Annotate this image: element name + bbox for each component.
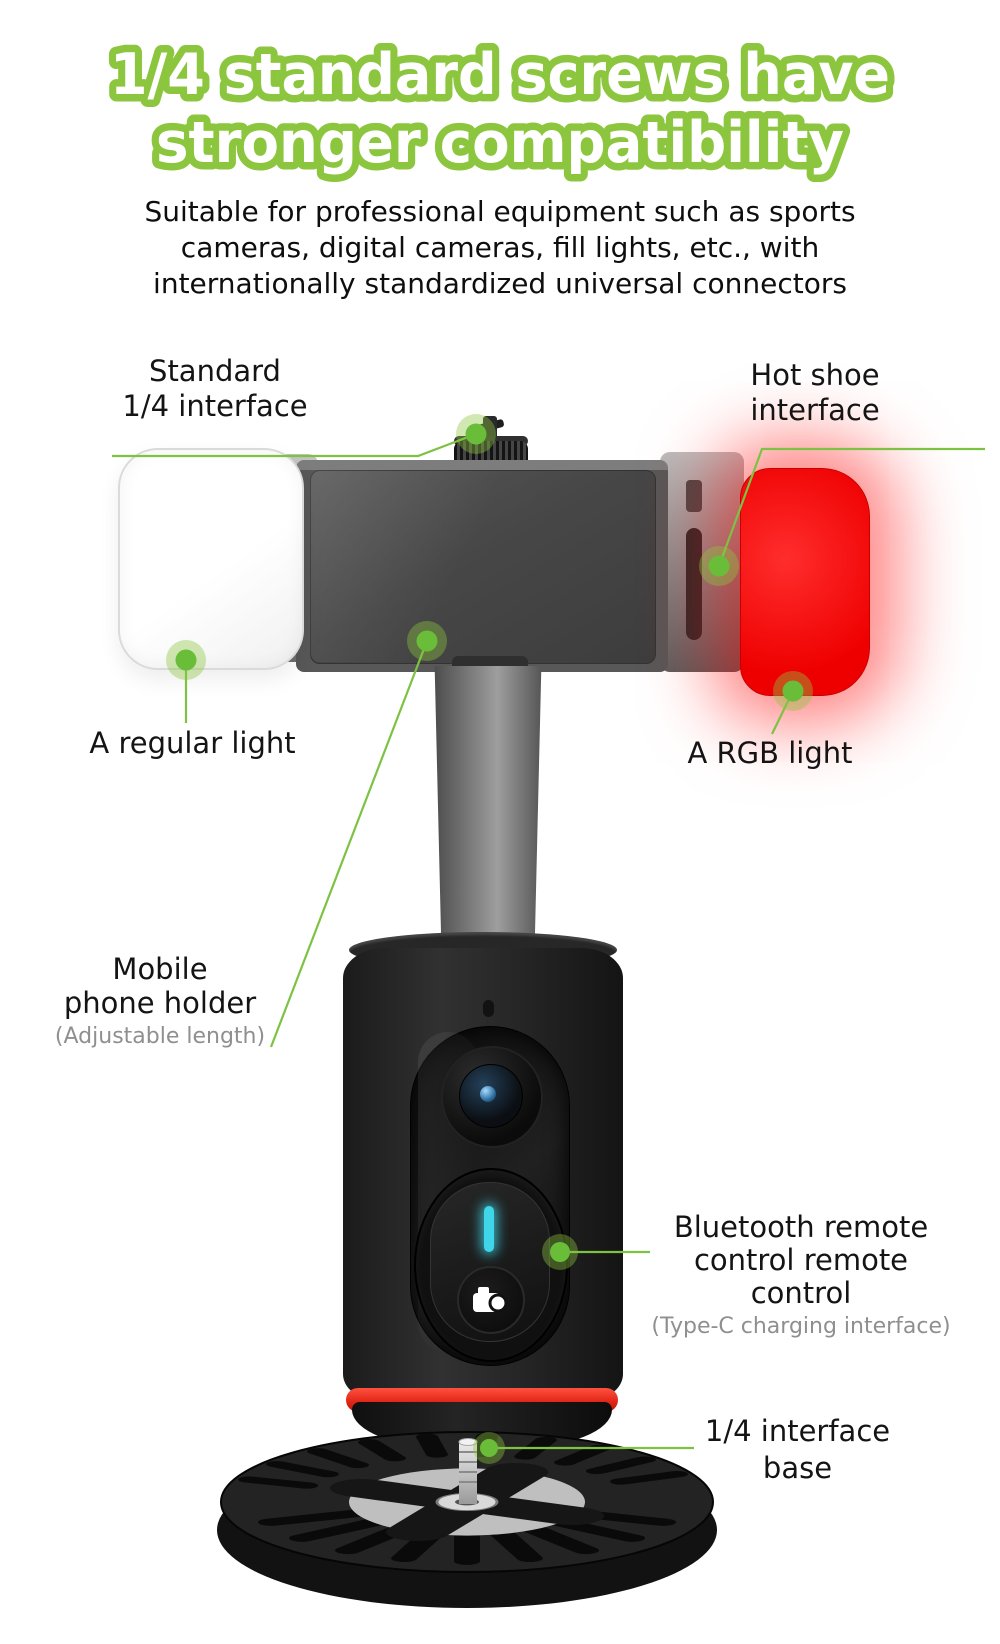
camera-icon [473, 1287, 508, 1313]
gimbal-neck [434, 666, 542, 958]
subtitle-line-1: Suitable for professional equipment such… [144, 195, 856, 228]
callout-base-label: 1/4 interface base [690, 1413, 905, 1487]
phone-holder-line2: phone holder [63, 986, 257, 1020]
callout-phone-holder-label: Mobile phone holder (Adjustable length) [45, 952, 275, 1050]
camera-lens-glint [480, 1086, 496, 1102]
rgb-light-text: A RGB light [687, 736, 853, 770]
camera-shutter-button [457, 1266, 525, 1334]
remote-status-led [484, 1206, 494, 1252]
phone-holder-line1: Mobile [112, 952, 208, 986]
base-screw [458, 1438, 478, 1504]
top-screw-shaft [483, 416, 497, 440]
base-line2: base [762, 1451, 833, 1485]
base-line1: 1/4 interface [704, 1414, 891, 1448]
callout-standard-interface-label: Standard 1/4 interface [95, 354, 335, 424]
bluetooth-remote-line1: Bluetooth remote [673, 1210, 929, 1244]
callout-bluetooth-remote-label: Bluetooth remote control remote control … [645, 1211, 957, 1340]
title-line-2: stronger compatibility [156, 110, 844, 176]
subtitle-line-2: cameras, digital cameras, fill lights, e… [180, 231, 820, 264]
regular-light-text: A regular light [89, 726, 296, 760]
subtitle: Suitable for professional equipment such… [0, 194, 1000, 302]
phone-holder-gloss [310, 470, 654, 662]
callout-hot-shoe-label: Hot shoe interface [715, 358, 915, 428]
bluetooth-remote-note: (Type-C charging interface) [651, 1314, 951, 1339]
rgb-light-panel [740, 468, 870, 696]
hot-shoe-line2: interface [750, 393, 880, 427]
hot-shoe-slot [686, 528, 702, 640]
callout-rgb-light-label: A RGB light [670, 736, 870, 771]
bluetooth-remote-line2: control remote control [693, 1243, 909, 1310]
callout-regular-light-label: A regular light [75, 726, 310, 761]
standard-interface-line1: Standard [149, 354, 281, 388]
title-line-1: 1/4 standard screws have [110, 42, 890, 108]
base-plate [217, 1431, 717, 1608]
hot-shoe-notch [686, 480, 702, 512]
phone-holder-face [310, 470, 656, 664]
regular-light-panel [118, 448, 304, 670]
body-indicator-slot [483, 1000, 494, 1017]
right-clamp-bracket [660, 452, 744, 672]
subtitle-line-3: internationally standardized universal c… [153, 267, 847, 300]
standard-interface-line2: 1/4 interface [122, 389, 308, 423]
page-title: 1/4 standard screws have stronger compat… [103, 35, 898, 184]
phone-holder-note: (Adjustable length) [54, 1024, 266, 1049]
hot-shoe-line1: Hot shoe [750, 358, 880, 392]
